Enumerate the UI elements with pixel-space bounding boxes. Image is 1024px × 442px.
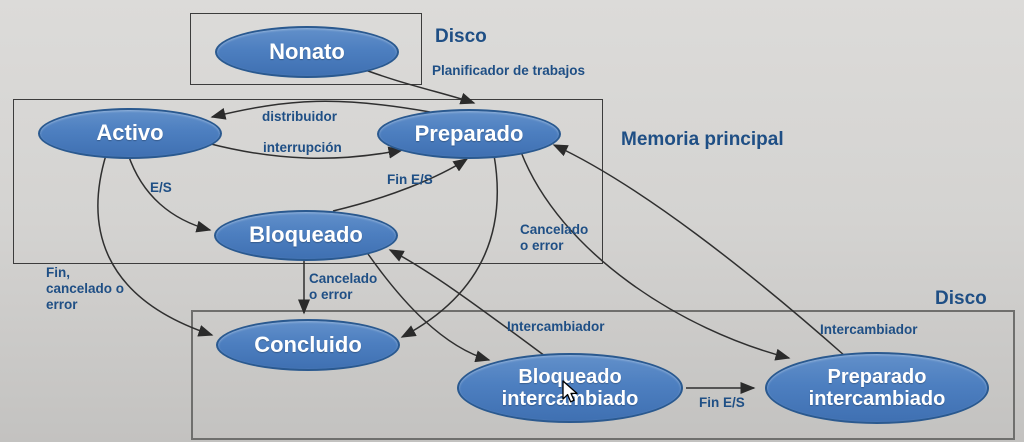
edge-label-distribuidor: distribuidor [262, 109, 337, 124]
state-nonato: Nonato [215, 26, 399, 78]
edge-label-planificador-de-trabajos: Planificador de trabajos [432, 63, 586, 78]
edge-label-fin-es: Fin E/S [387, 172, 433, 187]
container-title-memoria-principal: Memoria principal [621, 129, 784, 150]
edge-label-interrupcion: interrupción [263, 140, 342, 155]
state-preparado: Preparado [377, 109, 561, 159]
edge-label-intercambiador-right: Intercambiador [820, 322, 918, 337]
state-bloqueado: Bloqueado [214, 210, 398, 261]
state-preparado-intercambiado: Preparado intercambiado [765, 352, 989, 424]
container-title-disco-top: Disco [435, 26, 487, 47]
state-concluido: Concluido [216, 319, 400, 371]
container-disco-top [190, 13, 422, 85]
edge-label-fin-es-bottom: Fin E/S [699, 395, 745, 410]
state-activo: Activo [38, 108, 222, 159]
container-title-disco-bottom: Disco [935, 288, 987, 309]
edge-label-cancelado-o-error-mid: Cancelado o error [309, 271, 378, 302]
edge-label-es: E/S [150, 180, 172, 195]
edge-label-cancelado-o-error-right: Cancelado o error [520, 222, 589, 253]
edge-label-fin-cancelado-o-error: Fin, cancelado o error [46, 265, 125, 312]
edge-label-intercambiador-left: Intercambiador [507, 319, 605, 334]
state-bloqueado-intercambiado: Bloqueado intercambiado [457, 353, 683, 423]
